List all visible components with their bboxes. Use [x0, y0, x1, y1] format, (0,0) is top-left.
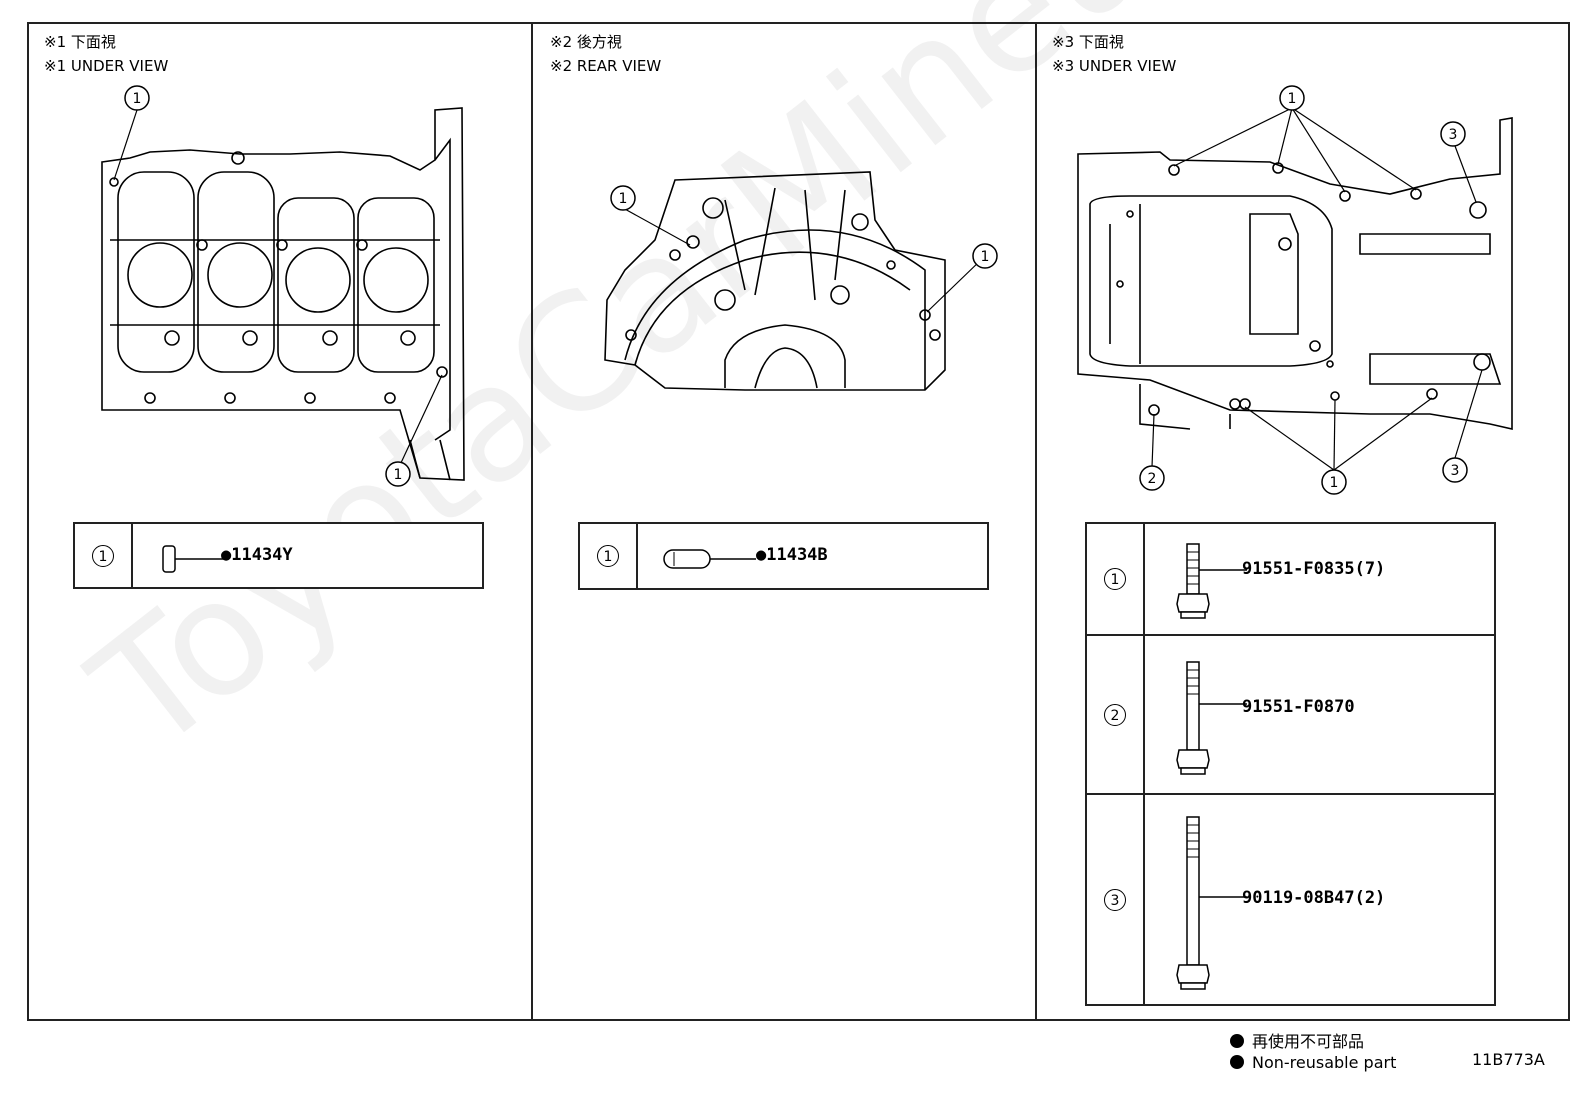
ref-number: 1 [597, 545, 619, 567]
parts-row-2: 2 91551-F0870 [1087, 636, 1494, 795]
flange-bolt-icon [1176, 543, 1247, 619]
ref-cell: 1 [75, 524, 133, 587]
parts-table-1: 1 ●11434Y [73, 522, 484, 589]
ref-number: 1 [92, 544, 114, 567]
callout-1: 1 [1330, 475, 1339, 491]
ref-number: 1 [1104, 568, 1126, 590]
legend-jp-text: 再使用不可部品 [1252, 1032, 1365, 1051]
callout-1: 1 [619, 191, 628, 207]
panel-1-header-jp: ※1 下面視 [44, 33, 116, 51]
ref-cell: 2 [1087, 636, 1145, 793]
panel-3-header-jp: ※3 下面視 [1052, 33, 1124, 51]
callout-1: 1 [394, 467, 403, 483]
parts-row-1: 1 91551-F0835(7) [1087, 524, 1494, 636]
part-number: 91551-F0870 [1242, 697, 1355, 717]
figure-id: 11B773A [1472, 1050, 1545, 1069]
part-number: ●11434B [756, 545, 828, 565]
callout-2: 2 [1148, 471, 1157, 487]
callout-3: 3 [1451, 463, 1460, 479]
parts-table-2: 1 ●11434B [578, 522, 989, 590]
ref-number: 3 [1104, 888, 1126, 911]
panel-divider [531, 22, 533, 1021]
legend-en: Non-reusable part [1230, 1053, 1396, 1072]
panel-2-header-jp: ※2 後方視 [550, 33, 622, 51]
parts-table-3: 1 91551-F0835(7) 2 [1085, 522, 1496, 1006]
part-number: 91551-F0835(7) [1242, 559, 1386, 579]
ref-cell: 1 [580, 524, 638, 588]
panel-3-header-en: ※3 UNDER VIEW [1052, 57, 1177, 75]
engine-block-rear-view-drawing: 1 1 [604, 171, 998, 391]
parts-row-3: 3 90119-08B47(2) [1087, 795, 1494, 1004]
panel-2-header-en: ※2 REAR VIEW [550, 57, 662, 75]
legend-en-text: Non-reusable part [1252, 1053, 1397, 1072]
ref-cell: 3 [1087, 795, 1145, 1004]
filled-dot-icon [1230, 1034, 1244, 1048]
legend-jp: 再使用不可部品 [1230, 1028, 1364, 1052]
panel-divider [1035, 22, 1037, 1021]
engine-block-under-view-drawing: 1 1 [101, 85, 465, 487]
flange-bolt-icon [1176, 816, 1247, 990]
callout-1: 1 [1288, 91, 1297, 107]
ref-cell: 1 [1087, 524, 1145, 634]
panel-1-header-en: ※1 UNDER VIEW [44, 57, 169, 75]
part-number: ●11434Y [221, 545, 293, 565]
pin-icon [663, 549, 756, 569]
filled-dot-icon [1230, 1055, 1244, 1069]
callout-3: 3 [1449, 127, 1458, 143]
callout-1: 1 [981, 249, 990, 265]
ref-number: 2 [1104, 703, 1126, 726]
callout-1: 1 [133, 91, 142, 107]
pin-icon [162, 545, 225, 573]
part-number: 90119-08B47(2) [1242, 888, 1386, 908]
oil-pan-under-view-drawing: 1 1 2 3 3 [1077, 85, 1513, 495]
flange-bolt-icon [1176, 661, 1247, 775]
diagram-frame [27, 22, 1570, 1021]
